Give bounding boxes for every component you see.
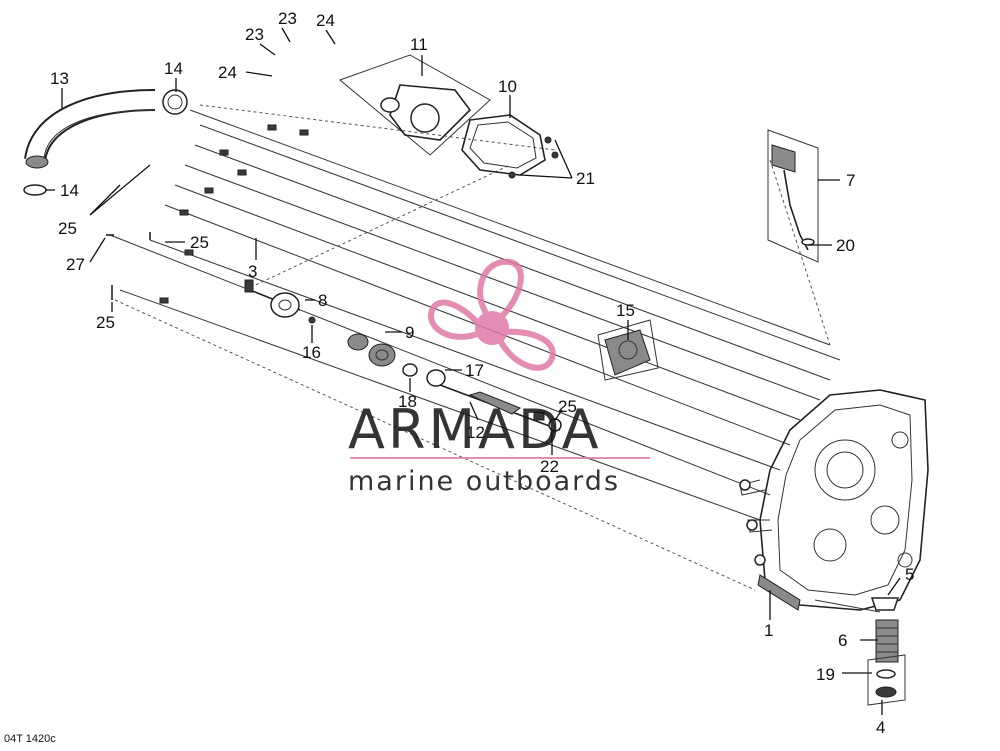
callout-25-mid: 25 <box>190 233 209 252</box>
figure-code: 04T 1420c <box>4 733 56 745</box>
callout-3: 3 <box>248 262 257 281</box>
callout-20: 20 <box>836 236 855 255</box>
callout-23-mid: 23 <box>245 25 264 44</box>
water-hose <box>23 89 188 196</box>
callout-numbers: 1 3 4 5 6 7 8 9 10 11 12 13 14 14 15 16 … <box>4 9 914 745</box>
callout-25-bottom: 25 <box>96 313 115 332</box>
callout-24-left: 24 <box>218 63 237 82</box>
callout-12: 12 <box>466 423 485 442</box>
long-bolts <box>106 104 841 591</box>
callout-24-top: 24 <box>316 11 335 30</box>
propeller-logo-icon <box>428 258 556 371</box>
callout-8: 8 <box>318 291 327 310</box>
watermark-brand: ARMADA <box>348 398 602 461</box>
callout-25-center: 25 <box>558 397 577 416</box>
armada-watermark: ARMADA marine outboards <box>348 258 650 497</box>
callout-19: 19 <box>816 665 835 684</box>
callout-18: 18 <box>398 392 417 411</box>
inner-parts <box>244 279 659 432</box>
callout-16: 16 <box>302 343 321 362</box>
callout-27: 27 <box>66 255 85 274</box>
callout-6: 6 <box>838 631 847 650</box>
drain-plug-assembly <box>867 597 906 706</box>
callout-9: 9 <box>405 323 414 342</box>
gear-case-housing <box>739 389 929 613</box>
callout-11: 11 <box>410 35 428 54</box>
callout-14-bottom: 14 <box>60 181 79 200</box>
thermostat-cover <box>339 54 559 179</box>
callout-15: 15 <box>616 301 635 320</box>
callout-10: 10 <box>498 77 517 96</box>
callout-5: 5 <box>905 565 914 584</box>
dipstick-assembly <box>767 129 819 263</box>
watermark-tagline: marine outboards <box>348 466 620 497</box>
callout-17: 17 <box>465 361 484 380</box>
callout-4: 4 <box>876 718 885 737</box>
callout-22: 22 <box>540 457 559 476</box>
callout-13: 13 <box>50 69 69 88</box>
callout-14-top: 14 <box>164 59 183 78</box>
callout-25-left: 25 <box>58 219 77 238</box>
callout-7: 7 <box>846 171 855 190</box>
callout-23-top: 23 <box>278 9 297 28</box>
callout-1: 1 <box>764 621 773 640</box>
leader-lines <box>45 27 901 715</box>
callout-21: 21 <box>576 169 595 188</box>
